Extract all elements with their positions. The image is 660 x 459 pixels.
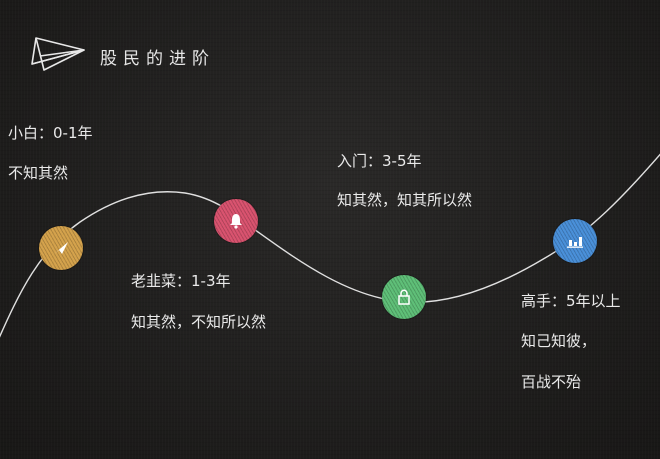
stage-3-title: 入门：3-5年 bbox=[337, 152, 422, 170]
paper-plane-icon bbox=[54, 242, 68, 254]
bar-chart-icon bbox=[567, 237, 583, 248]
header: 股民的进阶 bbox=[30, 36, 215, 76]
stage-1-title: 小白：0-1年 bbox=[8, 124, 93, 142]
stage-3-description: 知其然，知其所以然 bbox=[337, 191, 473, 209]
stage-2-node bbox=[214, 199, 258, 243]
lock-icon bbox=[398, 289, 410, 305]
stage-1-description: 不知其然 bbox=[8, 164, 69, 182]
stage-4-description-line2: 百战不殆 bbox=[521, 373, 582, 391]
stage-4-node bbox=[553, 219, 597, 263]
stage-3-node bbox=[382, 275, 426, 319]
stage-4-title: 高手：5年以上 bbox=[521, 292, 621, 310]
stage-2-title: 老韭菜：1-3年 bbox=[131, 272, 231, 290]
stage-2-description: 知其然，不知所以然 bbox=[131, 313, 267, 331]
bell-icon bbox=[230, 214, 242, 229]
paper-plane-icon bbox=[30, 36, 86, 76]
stage-4-description-line1: 知己知彼， bbox=[521, 332, 597, 350]
stage-1-node bbox=[39, 226, 83, 270]
page-title: 股民的进阶 bbox=[100, 48, 215, 69]
